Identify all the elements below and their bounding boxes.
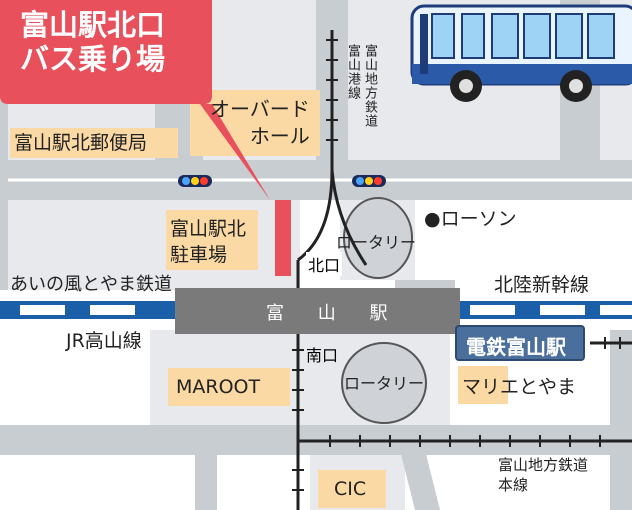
station-name: 富 山 駅 [266,303,402,324]
traffic-signal-icon [178,175,212,187]
callout-line1: 富山駅北口 [20,8,166,42]
label-orbard-1: オーバード [210,97,310,121]
traffic-signal-icon [352,175,386,187]
bus-icon [410,4,632,102]
label-post-office: 富山駅北郵便局 [14,132,148,154]
north-exit-label: 北口 [306,252,343,276]
label-jr-takayama: JR高山線 [66,330,142,352]
label-parking-2: 駐車場 [170,244,228,266]
bus-stop-marker [275,200,291,276]
label-maroot: MAROOT [176,376,261,398]
label-port-line: 富山港線 [345,44,360,100]
label-marie: マリエとやま [462,376,577,398]
label-orbard-2: ホール [249,124,310,148]
label-chitetsu-main-2: 本線 [498,476,529,494]
label-chitetsu-port: 富山地方鉄道 [362,44,377,128]
label-hokuriku: 北陸新幹線 [494,274,590,296]
label-chitetsu-main-1: 富山地方鉄道 [498,456,589,474]
callout-bubble [0,0,270,200]
label-rotary-south: ロータリー [344,374,425,393]
label-ainokaze: あいの風とやま鉄道 [10,274,172,295]
label-orbard-hall: オーバード ホール [210,96,310,150]
south-exit-label: 南口 [306,346,339,365]
label-lawson: ●ローソン [424,208,517,230]
label-cic: CIC [334,478,367,500]
label-chitetsu-main: 富山地方鉄道 本線 [498,455,588,495]
label-rotary-north: ロータリー [336,233,417,252]
densha-station-label: 電鉄富山駅 [466,335,566,359]
callout-line2: バス乗り場 [20,42,166,76]
callout-title: 富山駅北口 バス乗り場 [20,8,165,76]
label-parking: 富山駅北 駐車場 [170,216,246,268]
label-parking-1: 富山駅北 [170,218,247,240]
